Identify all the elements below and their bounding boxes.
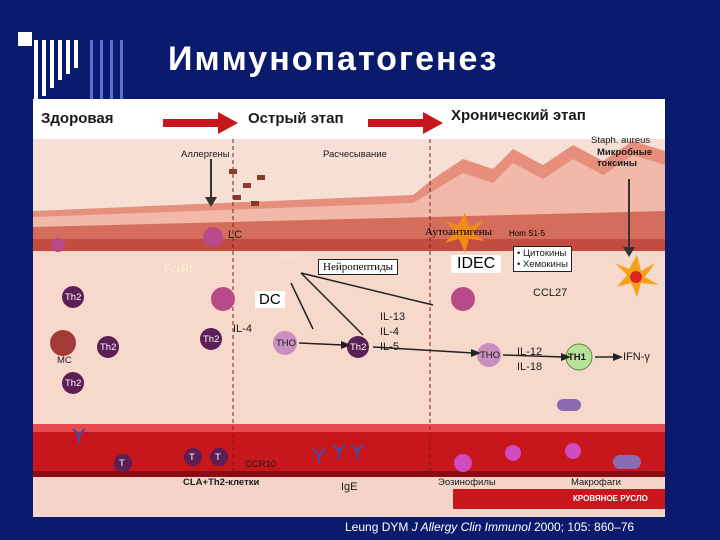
- label-eosinophils: Эозинофилы: [438, 477, 496, 488]
- label-chemokines: • Хемокины: [517, 259, 568, 270]
- citation-ref: 2000; 105: 860–76: [533, 520, 635, 534]
- dendritic-cells: [51, 227, 475, 311]
- label-allergens: Аллергены: [181, 149, 230, 160]
- label-il5: IL-5: [380, 341, 399, 353]
- label-t-c: T: [215, 452, 221, 463]
- label-ige: IgE: [341, 481, 358, 493]
- citation-authors: Leung DYM: [345, 520, 409, 534]
- label-slp: SLP: [281, 251, 302, 263]
- label-macrophages: Макрофаги: [571, 477, 621, 488]
- label-mc: MC: [57, 355, 72, 366]
- label-th2-e: Th2: [350, 342, 367, 353]
- label-il18: IL-18: [517, 361, 543, 373]
- label-cytokines: • Цитокины: [517, 248, 567, 259]
- label-ccr10: CCR10: [245, 459, 277, 470]
- stage-arrows: [163, 112, 443, 134]
- citation: Leung DYM J Allergy Clin Immunol 2000; 1…: [345, 520, 634, 534]
- box-neuropeptides: Нейропептиды: [318, 259, 399, 275]
- label-tho-a: THO: [276, 338, 297, 349]
- label-th2-b: Th2: [100, 342, 117, 353]
- label-autoantigens: Аутоантигены: [425, 226, 493, 238]
- label-th1: TH1: [568, 352, 586, 363]
- stage-acute: Острый этап: [248, 110, 344, 127]
- label-cla-th2: CLA+Th2-клетки: [183, 477, 260, 488]
- label-t-b: T: [189, 452, 195, 463]
- stage-healthy: Здоровая: [41, 110, 114, 127]
- immunopathogenesis-figure: Здоровая Острый этап Хронический этап St…: [33, 99, 665, 517]
- slide-title: Иммунопатогенез: [168, 40, 499, 78]
- mast-cell: [50, 330, 76, 356]
- slide-corner-decoration: [18, 32, 123, 104]
- label-th2-a: Th2: [65, 292, 82, 303]
- skin-cross-section-illustration: [33, 99, 665, 517]
- label-tho-b: THO: [480, 350, 501, 361]
- stage-header-band: [33, 99, 665, 139]
- label-lc: LC: [228, 229, 243, 241]
- label-bloodstream: КРОВЯНОЕ РУСЛО: [573, 494, 648, 503]
- label-hom: Hom S1-5: [509, 229, 546, 238]
- box-cytokines-chemokines: • Цитокины • Хемокины: [513, 246, 572, 272]
- citation-journal: J Allergy Clin Immunol: [411, 520, 531, 534]
- label-microbial-toxins-2: токсины: [597, 158, 637, 169]
- label-t-a: T: [119, 458, 125, 469]
- label-il12: IL-12: [517, 346, 543, 358]
- label-idec: IDEC: [451, 255, 502, 273]
- label-dc: DC: [255, 291, 285, 308]
- label-staph-aureus: Staph. aureus: [591, 135, 651, 146]
- label-ifn-gamma: IFN-γ: [623, 351, 650, 363]
- blood-vessel: [33, 429, 665, 473]
- label-th2-d: Th2: [203, 334, 220, 345]
- label-scratching: Расчесывание: [323, 149, 387, 160]
- label-il4: IL-4: [233, 323, 252, 335]
- label-fceri: FcεRI: [164, 263, 193, 275]
- label-il13: IL-13: [380, 311, 406, 323]
- th2-cells: [62, 286, 369, 394]
- label-microbial-toxins-1: Микробные: [597, 147, 653, 158]
- stage-chronic: Хронический этап: [451, 107, 586, 124]
- label-th2-c: Th2: [65, 378, 82, 389]
- label-ccl27: CCL27: [533, 287, 568, 299]
- label-il4-block: IL-4: [380, 326, 399, 338]
